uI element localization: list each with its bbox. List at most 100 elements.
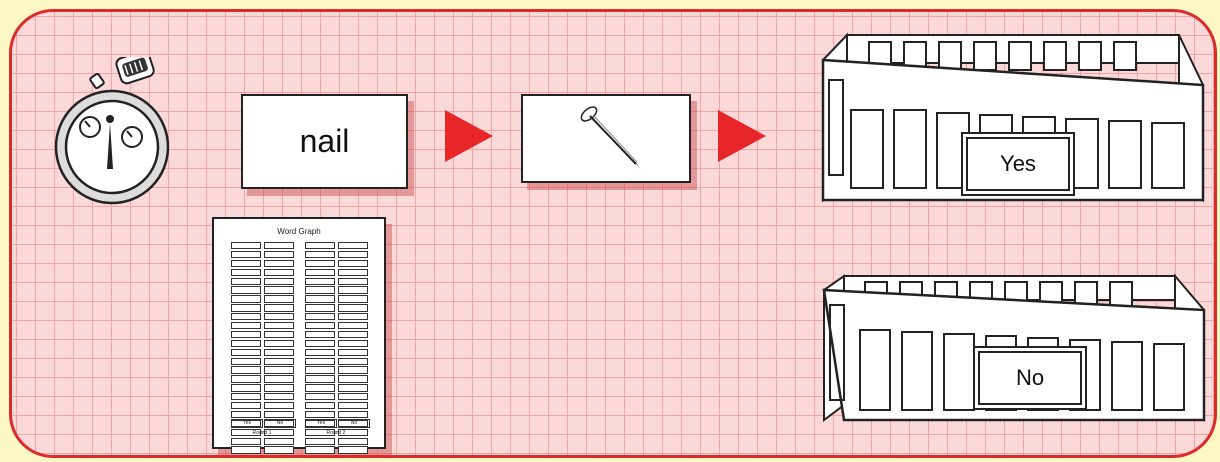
- graph-cell: [338, 446, 368, 453]
- graph-cell: [338, 286, 368, 293]
- graph-cell: [305, 411, 335, 418]
- graph-cell: [338, 340, 368, 347]
- graph-cell: [231, 340, 261, 347]
- round-label: Round 1: [242, 430, 282, 436]
- graph-cell: [264, 384, 294, 391]
- graph-cell: [305, 446, 335, 453]
- graph-cell: [231, 278, 261, 285]
- graph-cell: [264, 242, 294, 249]
- graph-cell: [338, 402, 368, 409]
- graph-cell: [338, 242, 368, 249]
- graph-cell: [305, 286, 335, 293]
- graph-cell: [305, 260, 335, 267]
- graph-cell: [305, 331, 335, 338]
- graph-cell: [231, 375, 261, 382]
- graph-cell: [338, 313, 368, 320]
- graph-cell: [305, 242, 335, 249]
- grid-panel: nail Word Graph Yes No Yes No Round 1 Ro…: [9, 9, 1217, 458]
- graph-cell: [264, 446, 294, 453]
- graph-cell: [305, 366, 335, 373]
- graph-cell: [231, 313, 261, 320]
- graph-cell: [264, 358, 294, 365]
- graph-cell: [231, 366, 261, 373]
- graph-cell: [264, 349, 294, 356]
- graph-cell: [264, 455, 294, 458]
- graph-cell: [305, 340, 335, 347]
- graph-cell: [264, 375, 294, 382]
- graph-cell: [264, 366, 294, 373]
- graph-cell: [231, 349, 261, 356]
- graph-cell: [231, 384, 261, 391]
- arrow-icon: [445, 110, 493, 162]
- graph-cell: [264, 313, 294, 320]
- graph-cell: [305, 251, 335, 258]
- graph-cell: [305, 278, 335, 285]
- graph-cell: [338, 366, 368, 373]
- graph-cell: [305, 313, 335, 320]
- graph-cell: [231, 411, 261, 418]
- graph-cell: [231, 455, 261, 458]
- graph-cell: [264, 260, 294, 267]
- stopwatch-icon: [52, 57, 182, 207]
- word-card-text: nail: [300, 123, 350, 160]
- column-footer: Yes: [305, 419, 337, 428]
- graph-cell: [231, 286, 261, 293]
- graph-cell: [305, 375, 335, 382]
- graph-cell: [264, 331, 294, 338]
- graph-cell: [338, 331, 368, 338]
- graph-cell: [231, 393, 261, 400]
- graph-cell: [264, 286, 294, 293]
- graph-cell: [305, 295, 335, 302]
- picture-card: [521, 94, 691, 183]
- column-footer: Yes: [231, 419, 263, 428]
- graph-cell: [305, 384, 335, 391]
- word-card: nail: [241, 94, 408, 189]
- graph-cell: [231, 295, 261, 302]
- graph-cell: [231, 260, 261, 267]
- graph-cell: [338, 411, 368, 418]
- no-bin-label: No: [978, 351, 1082, 405]
- word-graph-title: Word Graph: [214, 227, 384, 236]
- graph-cell: [231, 438, 261, 445]
- graph-cell: [264, 269, 294, 276]
- graph-cell: [338, 295, 368, 302]
- no-bin-icon: [820, 270, 1217, 430]
- column-footer: No: [338, 419, 370, 428]
- graph-cell: [231, 304, 261, 311]
- graph-cell: [305, 322, 335, 329]
- arrow-icon: [718, 110, 766, 162]
- graph-cell: [305, 269, 335, 276]
- graph-cell: [305, 393, 335, 400]
- graph-cell: [305, 358, 335, 365]
- graph-cell: [264, 411, 294, 418]
- graph-cell: [231, 331, 261, 338]
- graph-cell: [305, 304, 335, 311]
- graph-cell: [264, 295, 294, 302]
- graph-cell: [305, 455, 335, 458]
- graph-cell: [338, 384, 368, 391]
- round-label: Round 2: [316, 430, 356, 436]
- graph-cell: [264, 322, 294, 329]
- word-graph-sheet: Word Graph Yes No Yes No Round 1 Round 2: [212, 217, 386, 449]
- graph-cell: [338, 304, 368, 311]
- graph-cell: [338, 260, 368, 267]
- graph-cell: [305, 438, 335, 445]
- graph-cell: [338, 455, 368, 458]
- graph-cell: [231, 402, 261, 409]
- graph-cell: [338, 375, 368, 382]
- graph-cell: [305, 349, 335, 356]
- graph-cell: [264, 304, 294, 311]
- graph-cell: [264, 278, 294, 285]
- nail-icon: [523, 96, 689, 181]
- graph-cell: [338, 393, 368, 400]
- graph-cell: [231, 358, 261, 365]
- graph-cell: [264, 438, 294, 445]
- graph-cell: [264, 340, 294, 347]
- graph-cell: [231, 446, 261, 453]
- yes-bin-label: Yes: [966, 137, 1070, 191]
- graph-cell: [264, 402, 294, 409]
- graph-cell: [338, 269, 368, 276]
- graph-cell: [338, 322, 368, 329]
- graph-cell: [264, 251, 294, 258]
- graph-cell: [338, 358, 368, 365]
